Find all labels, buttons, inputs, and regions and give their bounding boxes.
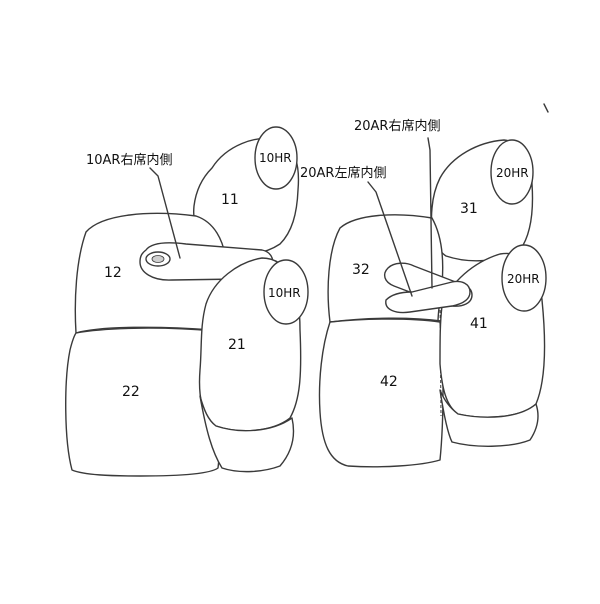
callout-leader-10ar bbox=[149, 167, 181, 259]
label-41: 41 bbox=[470, 316, 488, 332]
callout-20ar-right-inner: 20AR右席内側 bbox=[354, 118, 440, 134]
label-21: 21 bbox=[228, 337, 246, 353]
armrest-10ar-cup-inner bbox=[151, 255, 165, 263]
headrest-10hr-lower bbox=[263, 259, 309, 325]
label-42: 42 bbox=[380, 374, 398, 390]
label-20hr-upper: 20HR bbox=[496, 166, 529, 180]
seam-32-42 bbox=[329, 317, 443, 323]
cushion-42 bbox=[318, 318, 444, 468]
callout-leader-20ar-right bbox=[427, 137, 433, 289]
callout-20ar-left-inner: 20AR左席内側 bbox=[300, 165, 386, 181]
label-10hr-lower: 10HR bbox=[268, 286, 301, 300]
headrest-20hr-lower bbox=[501, 244, 547, 312]
callout-leader-20ar-left bbox=[367, 181, 413, 297]
cushion-22 bbox=[65, 326, 223, 477]
right-seat-group: 20AR右席内側 20AR左席内側 31 32 41 42 20HR 20HR bbox=[300, 103, 549, 468]
seatback-41-lower bbox=[439, 389, 539, 447]
left-seat-group: 10AR右席内側 11 12 21 22 10HR 10HR bbox=[65, 126, 309, 477]
label-11: 11 bbox=[221, 192, 239, 208]
label-12: 12 bbox=[104, 265, 122, 281]
label-32: 32 bbox=[352, 262, 370, 278]
seatback-21-lower bbox=[199, 395, 295, 473]
armrest-20ar-left-inner bbox=[385, 280, 471, 314]
callout-10ar-right-inner: 10AR右席内側 bbox=[86, 152, 172, 168]
headrest-10hr-upper bbox=[254, 126, 298, 190]
headrest-20hr-upper bbox=[490, 139, 534, 205]
label-22: 22 bbox=[122, 384, 140, 400]
label-10hr-upper: 10HR bbox=[259, 151, 292, 165]
seam-12-22 bbox=[75, 327, 215, 334]
label-20hr-lower: 20HR bbox=[507, 272, 540, 286]
corner-mark bbox=[543, 103, 549, 113]
label-31: 31 bbox=[460, 201, 478, 217]
